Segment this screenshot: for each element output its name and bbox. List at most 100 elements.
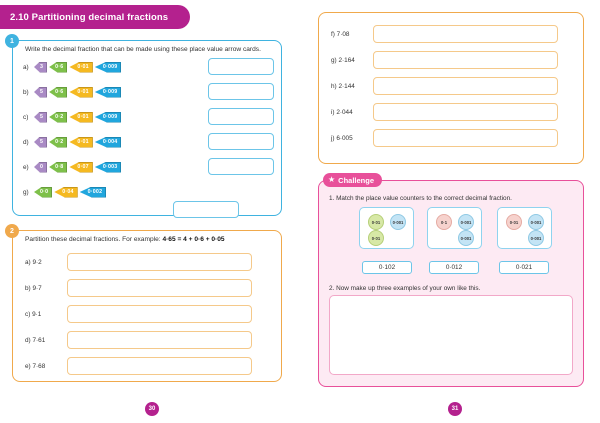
partition-label: f) 7·08 xyxy=(331,30,350,38)
row-label: g) xyxy=(23,188,29,196)
page-number-left: 30 xyxy=(145,402,159,416)
partition-answer-input[interactable] xyxy=(373,103,558,121)
partition-row: d) 7·61 xyxy=(25,331,252,349)
partition-answer-input[interactable] xyxy=(67,357,252,375)
arrow-card[interactable]: 0·07 xyxy=(69,161,93,173)
place-value-counter[interactable]: 0·1 xyxy=(436,214,452,230)
decimal-fraction-label[interactable]: 0·102 xyxy=(362,261,412,274)
arrow-card[interactable]: 0·6 xyxy=(49,61,68,73)
arrow-card[interactable]: 0·04 xyxy=(54,186,78,198)
partition-row: f) 7·08 xyxy=(331,25,558,43)
row-label: b) xyxy=(23,88,29,96)
answer-input[interactable] xyxy=(208,133,274,150)
challenge-task-1: 1. Match the place value counters to the… xyxy=(329,195,512,202)
row-label: d) xyxy=(23,138,29,146)
partition-answer-input[interactable] xyxy=(67,331,252,349)
arrow-card[interactable]: 0·01 xyxy=(69,111,93,123)
partition-label: e) 7·68 xyxy=(25,362,46,370)
place-value-counter[interactable]: 0·01 xyxy=(368,214,384,230)
place-value-counter[interactable]: 0·01 xyxy=(368,230,384,246)
arrow-card[interactable]: 0·01 xyxy=(69,136,93,148)
partition-row: a) 9·2 xyxy=(25,253,252,271)
question-2-example: 4·65 = 4 + 0·6 + 0·05 xyxy=(162,236,225,243)
left-page: 2.10 Partitioning decimal fractions 1 Wr… xyxy=(0,5,282,416)
partition-answer-input[interactable] xyxy=(67,279,252,297)
question-2-box: 2 Partition these decimal fractions. For… xyxy=(5,224,282,382)
partition-answer-input[interactable] xyxy=(67,253,252,271)
arrow-card[interactable]: 0·2 xyxy=(49,136,68,148)
challenge-label: Challenge xyxy=(338,175,375,185)
question-2-instruction-text: Partition these decimal fractions. For e… xyxy=(25,236,163,243)
question-1-number: 1 xyxy=(5,34,19,48)
row-label: a) xyxy=(23,63,29,71)
arrow-card[interactable]: 0·002 xyxy=(79,186,107,198)
arrow-card[interactable]: 0·004 xyxy=(94,136,122,148)
partition-answer-input[interactable] xyxy=(373,77,558,95)
place-value-counter[interactable]: 0·01 xyxy=(506,214,522,230)
unit-title-banner: 2.10 Partitioning decimal fractions xyxy=(0,5,190,29)
place-value-counter[interactable]: 0·001 xyxy=(528,230,544,246)
partition-answer-input[interactable] xyxy=(67,305,252,323)
place-value-counter[interactable]: 0·001 xyxy=(390,214,406,230)
arrow-card[interactable]: 0·009 xyxy=(94,111,122,123)
arrow-card[interactable]: 0·009 xyxy=(94,61,122,73)
arrow-card[interactable]: 0·8 xyxy=(49,161,68,173)
arrow-card[interactable]: 0·009 xyxy=(94,86,122,98)
star-icon: ★ xyxy=(328,175,336,184)
counter-group-box[interactable]: 0·01 0·001 0·01 xyxy=(359,207,414,249)
arrow-card[interactable]: 0·0 xyxy=(34,186,53,198)
page-number-right: 31 xyxy=(448,402,462,416)
partition-label: c) 9·1 xyxy=(25,310,42,318)
partition-row: h) 2·144 xyxy=(331,77,558,95)
partition-label: g) 2·164 xyxy=(331,56,355,64)
arrow-card[interactable]: 0·6 xyxy=(49,86,68,98)
arrow-card[interactable]: 5 xyxy=(34,111,48,123)
partition-row: b) 9·7 xyxy=(25,279,252,297)
partition-label: h) 2·144 xyxy=(331,82,355,90)
arrow-card[interactable]: 5 xyxy=(34,136,48,148)
partition-label: a) 9·2 xyxy=(25,258,42,266)
decimal-fraction-label[interactable]: 0·012 xyxy=(429,261,479,274)
question-2-number: 2 xyxy=(5,224,19,238)
answer-input[interactable] xyxy=(208,58,274,75)
answer-input[interactable] xyxy=(208,83,274,100)
arrow-card[interactable]: 0·01 xyxy=(69,61,93,73)
partition-answer-input[interactable] xyxy=(373,25,558,43)
place-value-counter[interactable]: 0·001 xyxy=(458,214,474,230)
question-2-instruction: Partition these decimal fractions. For e… xyxy=(25,236,275,244)
arrow-card[interactable]: 0·01 xyxy=(69,86,93,98)
partition-label: b) 9·7 xyxy=(25,284,42,292)
arrow-card[interactable]: 0·2 xyxy=(49,111,68,123)
arrow-card[interactable]: 0 xyxy=(34,161,48,173)
answer-input[interactable] xyxy=(208,158,274,175)
place-value-counter[interactable]: 0·001 xyxy=(528,214,544,230)
partition-answer-input[interactable] xyxy=(373,129,558,147)
decimal-fraction-label[interactable]: 0·021 xyxy=(499,261,549,274)
row-label: c) xyxy=(23,113,29,121)
arrow-card[interactable]: 0·003 xyxy=(94,161,122,173)
partition-row: i) 2·044 xyxy=(331,103,558,121)
place-value-counter[interactable]: 0·001 xyxy=(458,230,474,246)
arrow-card[interactable]: 5 xyxy=(34,86,48,98)
answer-input[interactable] xyxy=(208,108,274,125)
partition-answer-input[interactable] xyxy=(373,51,558,69)
arrow-card[interactable]: 3 xyxy=(34,61,48,73)
partition-row: j) 6·005 xyxy=(331,129,558,147)
answer-input[interactable] xyxy=(173,201,239,218)
challenge-tab: ★ Challenge xyxy=(323,173,383,187)
challenge-answer-area[interactable] xyxy=(329,295,573,375)
challenge-box: ★ Challenge 1. Match the place value cou… xyxy=(318,173,584,387)
